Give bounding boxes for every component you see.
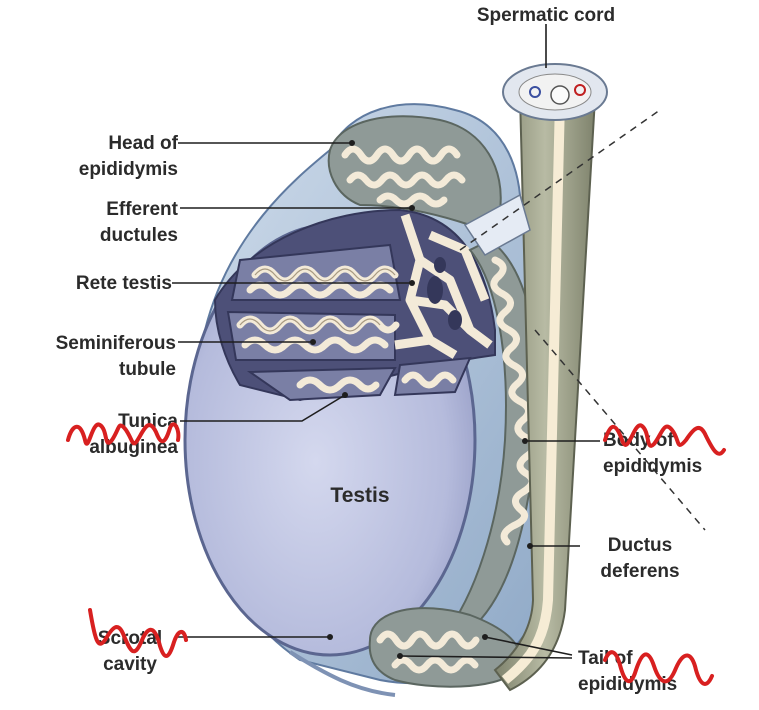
label-efferent-2: ductules (99, 225, 178, 246)
label-rete-testis: Rete testis (75, 273, 172, 294)
leader-lines (172, 24, 600, 659)
label-testis: Testis (330, 484, 390, 507)
label-ductus-1: Ductus (607, 535, 673, 556)
label-ductus-2: deferens (600, 561, 680, 582)
label-head-epididymis-1: Head of (108, 133, 178, 154)
label-scrotal-2: cavity (103, 654, 157, 675)
label-tunica-1: Tunica (118, 411, 178, 432)
label-body-epididymis-1: Body of (603, 430, 674, 451)
label-seminiferous-2: tubule (119, 359, 176, 380)
scrotal-wall (288, 650, 396, 697)
label-head-epididymis-2: epididymis (78, 159, 178, 180)
label-tunica-2: albuginea (89, 437, 178, 458)
ductus-deferens (493, 78, 597, 692)
label-spermatic-cord: Spermatic cord (476, 5, 616, 26)
label-seminiferous-1: Seminiferous (55, 333, 176, 354)
label-scrotal-1: Scrotal (97, 628, 163, 649)
label-efferent-1: Efferent (106, 199, 178, 220)
label-tail-epididymis-2: epididymis (578, 674, 678, 695)
label-body-epididymis-2: epididymis (603, 456, 703, 477)
label-tail-epididymis-1: Tail of (578, 648, 633, 669)
rete-testis-network (394, 213, 493, 359)
